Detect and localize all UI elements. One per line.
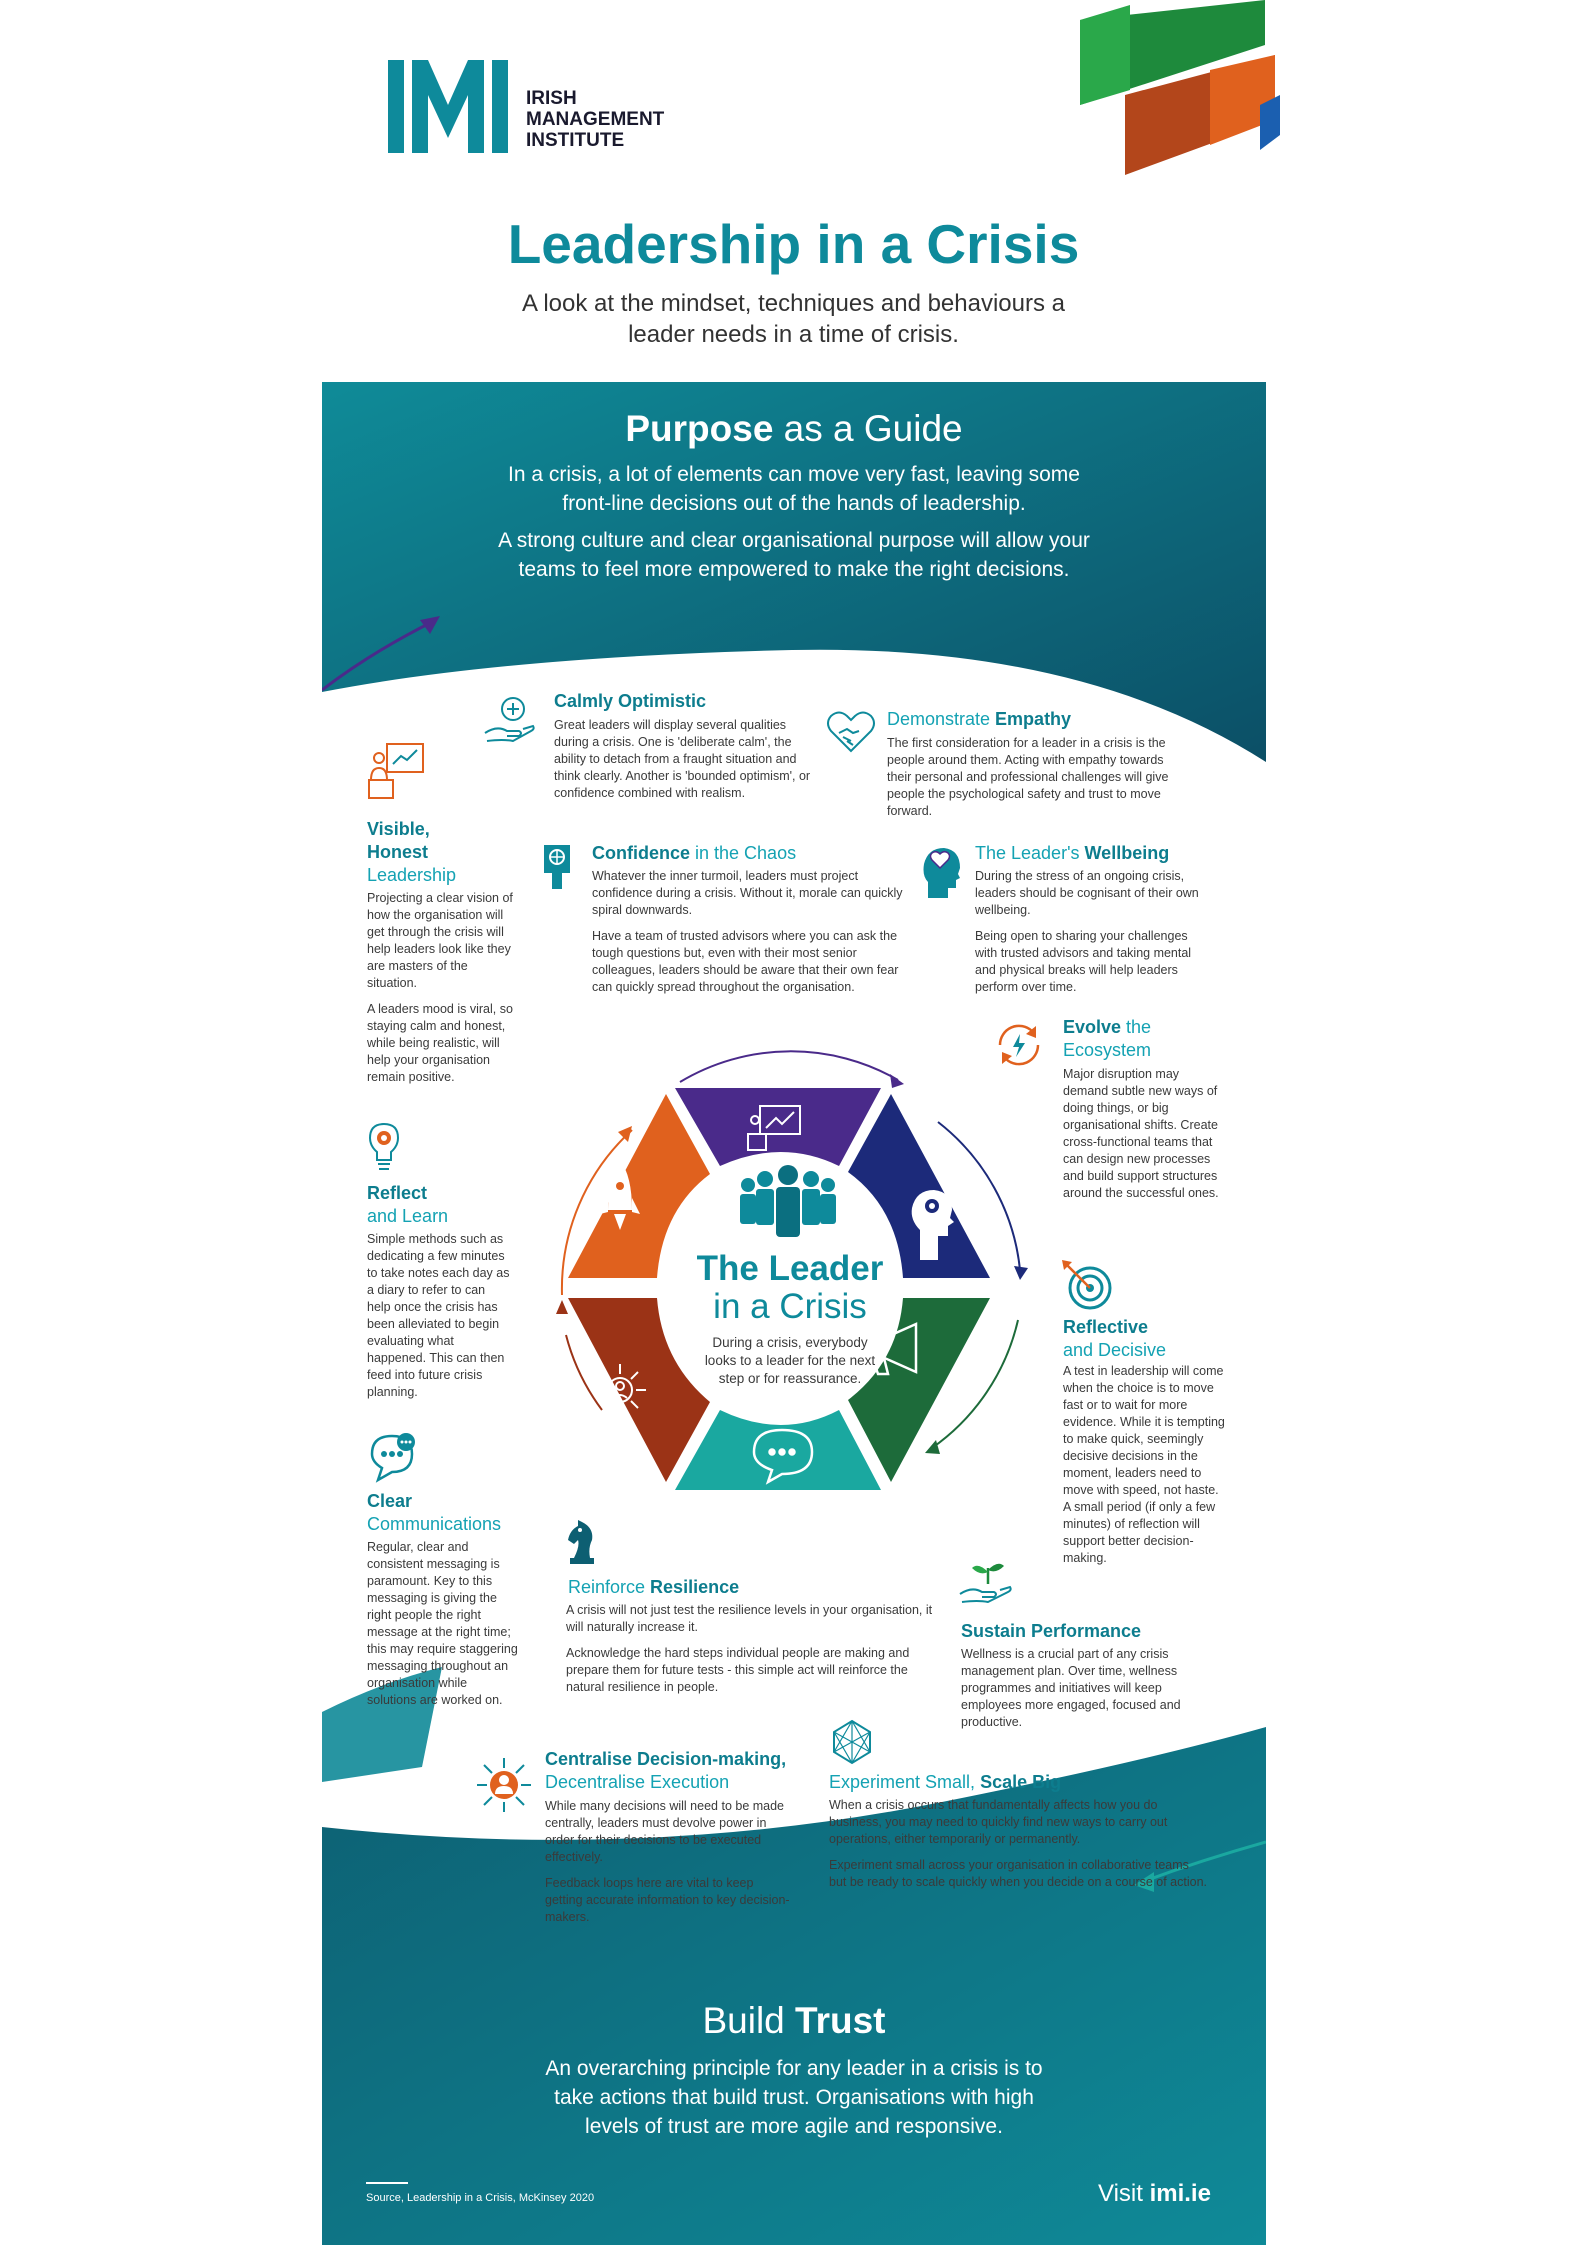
person-network-icon <box>477 1758 531 1812</box>
visible-title: Visible, Honest Leadership <box>367 819 457 885</box>
segment-orange <box>568 1094 710 1278</box>
visit-link[interactable]: Visit imi.ie <box>1098 2180 1211 2207</box>
chat-bubble-icon <box>370 1433 415 1483</box>
segment-person-arrows-icon <box>594 1364 646 1416</box>
segment-chat-icon <box>752 1428 814 1485</box>
logo: IRISH MANAGEMENT INSTITUTE <box>388 60 708 155</box>
clear-title: Clear Communications <box>367 1491 502 1534</box>
cycle-lightning-icon <box>998 1024 1040 1066</box>
people-group-icon <box>740 1165 836 1237</box>
source-note: Source, Leadership in a Crisis, McKinsey… <box>366 2192 595 2204</box>
presentation-board-icon <box>368 743 424 799</box>
hand-plant-icon <box>959 1563 1012 1604</box>
purpose-text: In a crisis, a lot of elements can move … <box>498 463 1090 581</box>
chess-knight-icon <box>568 1520 594 1564</box>
evolve-title: Evolve the Ecosystem <box>1063 1017 1152 1060</box>
segment-green <box>848 1298 990 1482</box>
segment-presentation-icon <box>747 1105 801 1151</box>
footer-rule <box>366 2182 408 2184</box>
wellbeing-title: The Leader's Wellbeing <box>975 843 1170 863</box>
sustain-title: Sustain Performance <box>961 1621 1142 1641</box>
segment-megaphone-icon <box>864 1322 918 1376</box>
page-subtitle: A look at the mindset, techniques and be… <box>521 290 1066 348</box>
sustain-body: Wellness is a crucial part of any crisis… <box>961 1647 1181 1729</box>
target-icon <box>1062 1260 1112 1310</box>
corner-decoration <box>1080 0 1280 175</box>
clear-body: Regular, clear and consistent messaging … <box>367 1540 518 1707</box>
center-body: During a crisis, everybody looks to a le… <box>704 1335 876 1386</box>
reflective-title: Reflective and Decisive <box>1063 1317 1167 1360</box>
calmly-body: Great leaders will display several quali… <box>554 718 811 800</box>
centralise-title: Centralise Decision-making, Decentralise… <box>545 1749 787 1792</box>
experiment-body: When a crisis occurs that fundamentally … <box>829 1798 1208 1889</box>
segment-navy <box>848 1094 990 1278</box>
experiment-title: Experiment Small, Scale Big <box>829 1772 1062 1792</box>
head-heart-icon <box>923 848 960 898</box>
resilience-body: A crisis will not just test the resilien… <box>566 1603 933 1694</box>
reflect-body: Simple methods such as dedicating a few … <box>367 1232 510 1399</box>
network-globe-icon <box>833 1719 871 1765</box>
reflect-title: Reflect and Learn <box>367 1183 449 1226</box>
hand-plus-icon <box>484 697 535 743</box>
logo-text: IRISH MANAGEMENT INSTITUTE <box>526 88 665 151</box>
wellbeing-body: During the stress of an ongoing crisis, … <box>975 869 1199 994</box>
resilience-title: Reinforce Resilience <box>568 1577 740 1597</box>
empathy-title: Demonstrate Empathy <box>887 709 1072 729</box>
center-title: The Leader in a Crisis <box>696 1249 884 1326</box>
segment-teal <box>675 1410 881 1490</box>
confidence-title: Confidence in the Chaos <box>592 843 797 863</box>
lightbulb-gear-icon <box>368 1122 400 1170</box>
empathy-body: The first consideration for a leader in … <box>887 736 1169 818</box>
leader-wheel <box>556 1050 1028 1490</box>
segment-rocket-icon <box>600 1160 640 1230</box>
main-panel-bg <box>322 382 1266 2245</box>
trust-title: Build Trust <box>702 2000 886 2041</box>
reflective-body: A test in leadership will come when the … <box>1063 1364 1225 1565</box>
handshake-heart-icon <box>827 711 875 753</box>
visible-body: Projecting a clear vision of how the org… <box>367 891 513 1084</box>
brain-chip-icon <box>544 845 570 889</box>
purpose-title: Purpose as a Guide <box>625 408 963 449</box>
calmly-title: Calmly Optimistic <box>554 691 707 711</box>
confidence-body: Whatever the inner turmoil, leaders must… <box>592 869 903 994</box>
page-title: Leadership in a Crisis <box>507 213 1080 275</box>
trust-text: An overarching principle for any leader … <box>545 2057 1043 2138</box>
segment-head-gear-icon <box>911 1190 954 1260</box>
centralise-body: While many decisions will need to be mad… <box>545 1799 790 1924</box>
imi-logo-mark <box>388 60 508 153</box>
segment-purple <box>675 1088 881 1166</box>
evolve-body: Major disruption may demand subtle new w… <box>1063 1067 1219 1200</box>
